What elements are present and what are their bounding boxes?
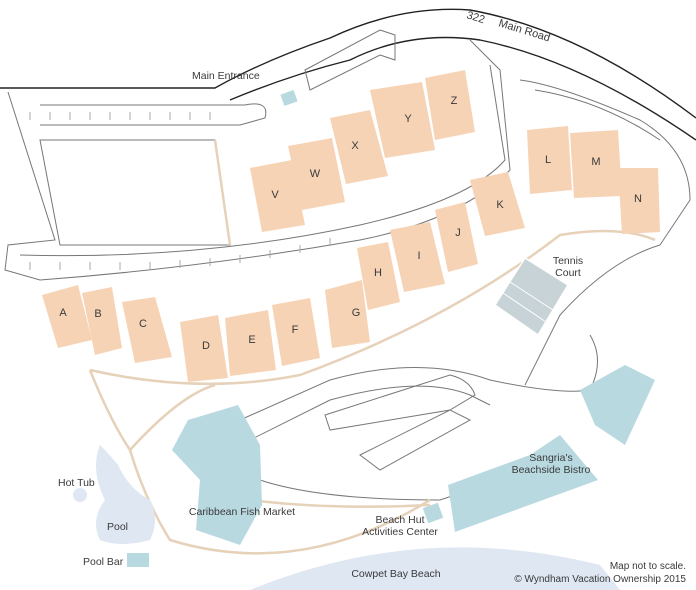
building-label-b: B (94, 308, 101, 320)
building-f (272, 298, 320, 366)
road-name-label: Main Road (497, 17, 551, 44)
building-label-x: X (351, 140, 359, 152)
building-label-i: I (417, 250, 420, 262)
building-label-g: G (352, 307, 361, 319)
beach-label: Cowpet Bay Beach (351, 568, 440, 580)
sangrias-building (448, 435, 598, 532)
building-i (390, 222, 445, 292)
main-entrance-label: Main Entrance (192, 70, 260, 82)
pool-water (96, 445, 155, 544)
building-x (330, 110, 388, 184)
building-label-f: F (292, 324, 299, 336)
building-n (618, 168, 660, 234)
scale-disclaimer: Map not to scale. (609, 561, 686, 572)
building-z (425, 70, 475, 140)
building-label-c: C (139, 318, 147, 330)
place-labels: Main Entrance Tennis Court Sangria's Bea… (58, 70, 591, 580)
sangrias-label-line1: Sangria's (529, 452, 572, 464)
building-b (82, 287, 122, 355)
sangrias-label-line2: Beachside Bistro (512, 464, 591, 476)
pool-area (73, 445, 155, 544)
tennis-court-label-line2: Court (555, 267, 581, 279)
beach-water (250, 547, 620, 590)
building-label-j: J (455, 227, 461, 239)
building-d (180, 315, 228, 382)
building-e (225, 310, 276, 376)
building-c (122, 297, 172, 363)
clubhouse-building (580, 365, 655, 445)
building-y (370, 82, 435, 158)
building-label-w: W (310, 168, 321, 180)
tennis-court (493, 256, 570, 337)
building-j (435, 202, 478, 272)
building-label-e: E (248, 334, 255, 346)
walking-paths (88, 139, 656, 555)
building-label-y: Y (404, 113, 412, 125)
parking-spaces (29, 112, 331, 270)
pool-bar-label: Pool Bar (83, 556, 124, 568)
building-label-l: L (545, 154, 551, 166)
road-number-label: 322 (465, 9, 486, 26)
copyright-notice: © Wyndham Vacation Ownership 2015 (514, 574, 686, 585)
building-label-m: M (591, 156, 600, 168)
building-label-k: K (496, 199, 504, 211)
beach-hut-building (422, 502, 444, 524)
caribbean-fish-market-building (172, 405, 262, 545)
building-label-n: N (634, 193, 642, 205)
building-label-h: H (374, 267, 382, 279)
building-m (570, 130, 622, 198)
building-k (470, 172, 525, 236)
buildings (42, 70, 660, 382)
main-road (0, 8, 696, 141)
building-w (288, 138, 345, 210)
tennis-court-label-line1: Tennis (553, 255, 583, 267)
fish-market-label: Caribbean Fish Market (189, 506, 295, 518)
building-g (325, 280, 370, 348)
hot-tub-label: Hot Tub (58, 477, 95, 489)
building-label-a: A (59, 307, 67, 319)
hot-tub-water (73, 488, 87, 502)
beach-hut-label-line2: Activities Center (362, 526, 438, 538)
amenities (127, 89, 655, 567)
beach-hut-label-line1: Beach Hut (375, 514, 424, 526)
building-labels: A B C D E F G H I J K L M N V W X Y Z (59, 95, 642, 352)
building-l (527, 126, 572, 194)
building-label-z: Z (451, 95, 458, 107)
building-a (42, 285, 92, 348)
internal-roads (4, 29, 691, 501)
building-v (250, 160, 305, 232)
building-label-d: D (202, 340, 210, 352)
building-h (357, 242, 400, 310)
pool-bar-building (127, 553, 149, 567)
building-label-v: V (271, 189, 279, 201)
pool-label: Pool (107, 521, 128, 533)
gatehouse (280, 89, 298, 107)
